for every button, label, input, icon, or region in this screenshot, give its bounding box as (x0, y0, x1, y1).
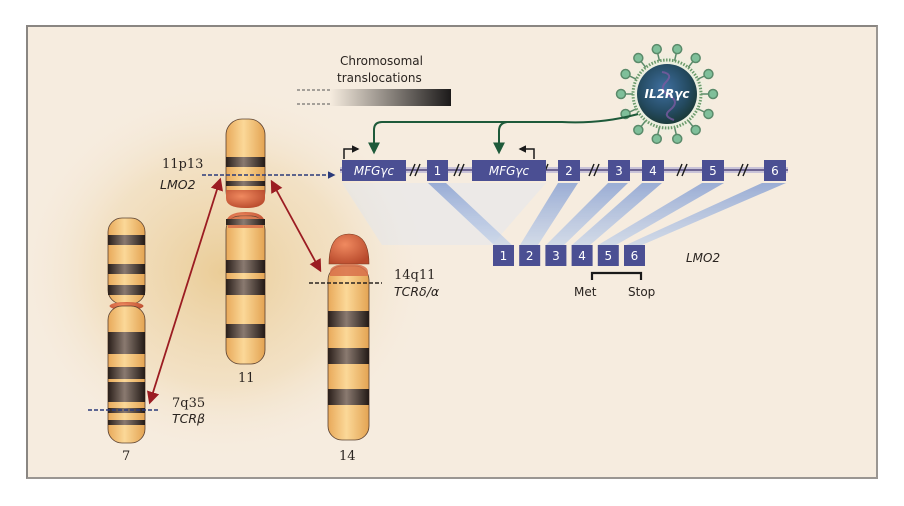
vector-label: IL2Rγc (645, 87, 690, 101)
virus-spike-knob (620, 68, 631, 80)
mrna-exon-label: 1 (500, 249, 508, 263)
start-codon-label: Met (574, 285, 597, 299)
mrna-exon-box: 3 (545, 245, 567, 266)
transgene-exon-box: 2 (558, 160, 580, 181)
mrna-exon-label: 2 (526, 249, 534, 263)
transgene-exon-box: 5 (702, 160, 724, 181)
virus-spike-knob (707, 88, 719, 100)
exon-label: 2 (565, 164, 573, 178)
chromosome-14: 14 14q11 TCRδ/α (309, 233, 440, 464)
break-mark (409, 163, 421, 177)
virus-spike-knob (671, 43, 683, 55)
vector-insert-box: MFGγc (472, 160, 546, 181)
virus-spike-knob (690, 124, 701, 136)
break-mark (453, 163, 465, 177)
virus-spike-knob (615, 88, 627, 100)
retrovirus-icon: IL2Rγc (615, 42, 719, 146)
mrna-exon-label: 3 (552, 249, 560, 263)
exon-label: 3 (615, 164, 623, 178)
stop-codon-label: Stop (628, 285, 655, 299)
exon-label: 4 (649, 164, 657, 178)
lmo2-locus: MFGγc 1 MFGγc 2 3 4 5 6 (340, 160, 788, 181)
exon-rect (642, 160, 664, 181)
exon-label: MFGγc (489, 164, 530, 178)
mrna-exon-label: 4 (578, 249, 586, 263)
transgene-exon-box: 6 (764, 160, 786, 181)
virus-spike-knob (651, 43, 663, 55)
break-mark (588, 163, 600, 177)
translocation-arrow-11-14 (270, 179, 322, 273)
transgene-exon-box: 1 (427, 160, 448, 181)
break-mark (737, 163, 749, 177)
virus-spike-knob (671, 133, 683, 145)
integration-arrow-2 (493, 121, 508, 155)
gene-tcrda-label: TCRδ/α (394, 284, 440, 299)
legend-title-line2: translocations (337, 71, 422, 85)
mrna-exon-box: 5 (597, 245, 619, 266)
exon-label: 1 (434, 164, 442, 178)
locus-14q11-label: 14q11 (394, 268, 435, 283)
virus-spike-knob (633, 52, 644, 64)
coding-region-bracket (590, 271, 643, 280)
transgene-exon-box: 3 (608, 160, 630, 181)
lmo2-mrna: 1 2 3 4 5 6 LMO2 Met Stop (493, 245, 720, 299)
legend-title-line1: Chromosomal (340, 54, 423, 68)
exon-mapping-rays (342, 183, 786, 245)
vector-insert-box: MFGγc (342, 160, 406, 181)
legend-gradient-bar (330, 89, 451, 106)
legend: Chromosomal translocations (297, 54, 451, 106)
gene-tcrb-label: TCRβ (172, 411, 205, 426)
mrna-exon-box: 1 (493, 245, 514, 266)
exon-rect (764, 160, 786, 181)
mrna-exon-box: 6 (624, 245, 645, 266)
exon-rect (608, 160, 630, 181)
exon-label: 6 (771, 164, 779, 178)
gene-lmo2-label: LMO2 (160, 177, 196, 192)
locus-11p13-label: 11p13 (162, 157, 203, 172)
exon-label: 5 (709, 164, 717, 178)
exon-rect (702, 160, 724, 181)
translocation-arrow-7-11 (147, 177, 223, 405)
exon-rect (427, 160, 448, 181)
diagram-canvas: Chromosomal translocations IL2Rγc MFGγc 1… (28, 42, 788, 464)
exon-rect (342, 160, 406, 181)
mrna-exon-label: 6 (631, 249, 639, 263)
virus-spike-knob (633, 124, 644, 136)
virus-spike-knob (703, 68, 714, 80)
promoter-arrow-1 (343, 145, 360, 159)
exon-rect (472, 160, 546, 181)
chromosome-7: 7 7q35 TCRβ (88, 217, 205, 464)
mrna-exon-box: 2 (519, 245, 541, 266)
virus-spike-knob (690, 52, 701, 64)
chromosome-11: 11 11p13 LMO2 (160, 118, 336, 386)
mrna-exon-box: 4 (571, 245, 593, 266)
chromosome-14-label: 14 (339, 449, 356, 464)
exon-label: MFGγc (354, 164, 395, 178)
lmo2-mrna-label: LMO2 (686, 251, 720, 265)
exon-rect (558, 160, 580, 181)
transgene-exon-box: 4 (642, 160, 664, 181)
vector-integration-arrows (368, 113, 639, 155)
integration-arrow-1 (368, 113, 639, 155)
figure-frame: Chromosomal translocations IL2Rγc MFGγc 1… (26, 25, 878, 479)
break-mark (676, 163, 688, 177)
promoter-arrow-2 (518, 145, 535, 159)
virus-spike-knob (703, 108, 714, 120)
locus-7q35-label: 7q35 (172, 396, 205, 411)
mrna-exon-label: 5 (604, 249, 612, 263)
virus-spike-knob (651, 133, 663, 145)
chromosome-7-label: 7 (122, 449, 130, 464)
chromosome-11-label: 11 (238, 371, 255, 386)
